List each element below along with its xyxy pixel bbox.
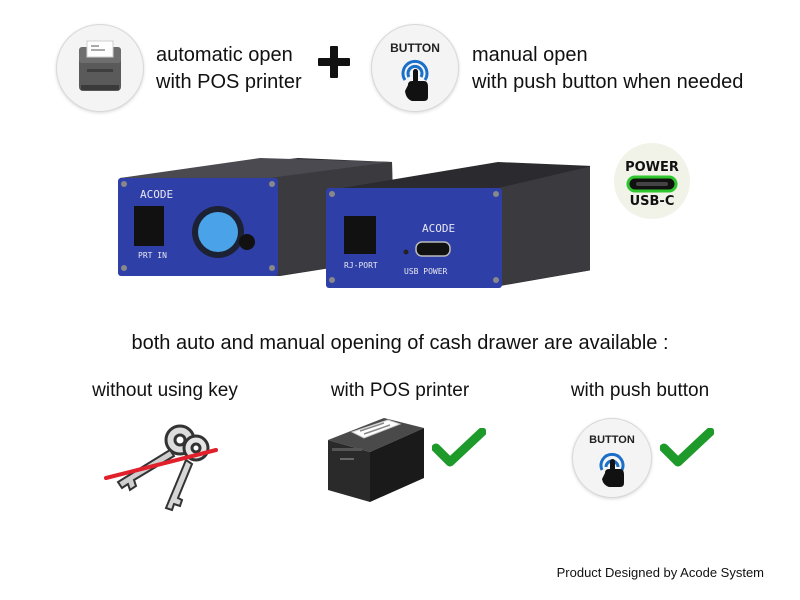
- manual-open-line2: with push button when needed: [472, 71, 744, 93]
- manual-open-line1: manual open: [472, 44, 588, 66]
- acode-devices-illustration: ACODE PRT IN ACODE RJ-PORT USB POWER: [118, 158, 590, 288]
- power-label: POWER: [625, 160, 679, 175]
- check-icon: [660, 428, 714, 467]
- usb-c-port-icon: [626, 175, 678, 193]
- button-badge-label: BUTTON: [390, 41, 440, 55]
- plus-icon: [318, 46, 350, 78]
- auto-open-text: automatic open with POS printer: [156, 42, 302, 96]
- pos-printer-icon: [79, 40, 121, 91]
- usb-c-label: USB-C: [629, 194, 675, 209]
- footer-credit: Product Designed by Acode System: [556, 565, 764, 580]
- option-caption-button: with push button: [570, 380, 710, 401]
- right-usb-label: USB POWER: [404, 267, 448, 276]
- crossed-keys-icon: [104, 424, 218, 512]
- right-port-label: RJ-PORT: [344, 261, 378, 270]
- headline: both auto and manual opening of cash dra…: [131, 332, 669, 354]
- option-caption-printer: with POS printer: [330, 380, 470, 401]
- power-usb-c-badge: POWER USB-C: [614, 143, 690, 219]
- option-caption-key: without using key: [92, 380, 238, 401]
- left-brand: ACODE: [140, 188, 173, 201]
- manual-open-text: manual open with push button when needed: [472, 42, 743, 96]
- button-badge-label-2: BUTTON: [589, 434, 635, 446]
- push-button-icon: [401, 59, 429, 101]
- auto-open-line1: automatic open: [156, 44, 293, 66]
- push-button-icon: [599, 452, 625, 487]
- pos-printer-badge: [56, 24, 144, 112]
- cross-out-line: [104, 448, 218, 480]
- push-button-badge: BUTTON: [572, 418, 652, 498]
- left-port-label: PRT IN: [138, 251, 167, 260]
- check-icon: [432, 428, 486, 467]
- right-brand: ACODE: [422, 222, 455, 235]
- right-device: ACODE RJ-PORT USB POWER: [326, 162, 590, 288]
- push-button-badge-top: BUTTON: [371, 24, 459, 112]
- auto-open-line2: with POS printer: [156, 71, 302, 93]
- pos-printer-icon: [328, 418, 424, 502]
